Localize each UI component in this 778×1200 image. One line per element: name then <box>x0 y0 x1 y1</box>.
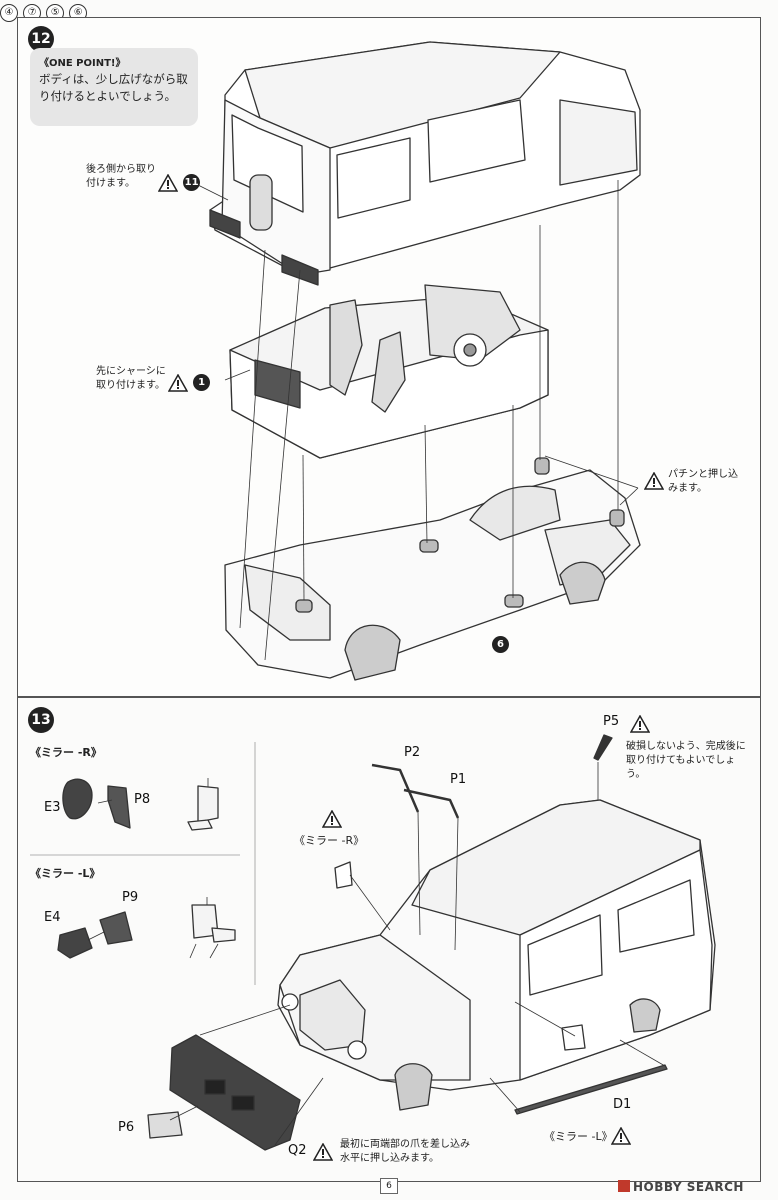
part-q2-label: Q2 <box>288 1143 307 1158</box>
q2-note: 最初に両端部の爪を差し込み水平に押し込みます。 <box>340 1139 470 1164</box>
part-p5-label: P5 <box>603 714 620 729</box>
page-number: 6 <box>380 1178 398 1194</box>
paint-4-marker: ④ <box>0 3 18 22</box>
note-snap-warning <box>644 470 664 490</box>
part-p8-label: P8 <box>134 792 151 807</box>
step-number-13: 13 <box>28 707 54 733</box>
mirror-r-title: 《ミラー -R》 <box>30 746 102 759</box>
mirror-l-callout: 《ミラー -L》 <box>544 1130 613 1143</box>
step-number-12: 12 <box>28 26 54 52</box>
ref-step-11: 11 <box>183 174 201 191</box>
note-chassis-warning: 1 <box>168 372 211 392</box>
watermark: HOBBY SEARCH <box>618 1180 744 1194</box>
part-e3-label: E3 <box>44 800 61 815</box>
warning-triangle-icon <box>168 373 188 392</box>
watermark-text: HOBBY SEARCH <box>633 1180 744 1194</box>
p5-note: 破損しないよう、完成後に取り付けてもよいでしょう。 <box>626 741 746 780</box>
mirror-l-warning-icon <box>611 1127 631 1145</box>
mirror-l-title: 《ミラー -L》 <box>30 867 101 880</box>
note-rear-attach: 後ろ側から取り付けます。 <box>86 164 156 189</box>
one-point-header: 《ONE POINT!》 <box>39 58 126 69</box>
p5-warning-icon <box>630 715 650 733</box>
one-point-box: 《ONE POINT!》 ボディは、少し広げながら取り付けるとよいでしょう。 <box>30 48 198 126</box>
part-p2-label: P2 <box>404 745 421 760</box>
mirror-r-warning-icon <box>322 810 342 828</box>
part-p6-label: P6 <box>118 1120 135 1135</box>
warning-triangle-icon <box>158 173 178 192</box>
watermark-logo-icon <box>618 1180 630 1192</box>
part-d1-label: D1 <box>613 1097 632 1112</box>
one-point-body: ボディは、少し広げながら取り付けるとよいでしょう。 <box>39 72 188 103</box>
q2-warning-icon <box>313 1143 333 1161</box>
mirror-r-callout: 《ミラー -R》 <box>294 834 365 847</box>
part-e4-label: E4 <box>44 910 61 925</box>
ref-step-1: 1 <box>193 374 211 391</box>
part-p1-label: P1 <box>450 772 467 787</box>
ref-step-6: 6 <box>492 636 509 653</box>
warning-triangle-icon <box>644 471 664 490</box>
part-p9-label: P9 <box>122 890 139 905</box>
note-rear-warning: 11 <box>158 172 201 192</box>
note-chassis-first: 先にシャーシに取り付けます。 <box>96 366 166 391</box>
chassis-step-ref: 6 <box>492 634 509 653</box>
note-snap-in: パチンと押し込みます。 <box>668 469 738 494</box>
